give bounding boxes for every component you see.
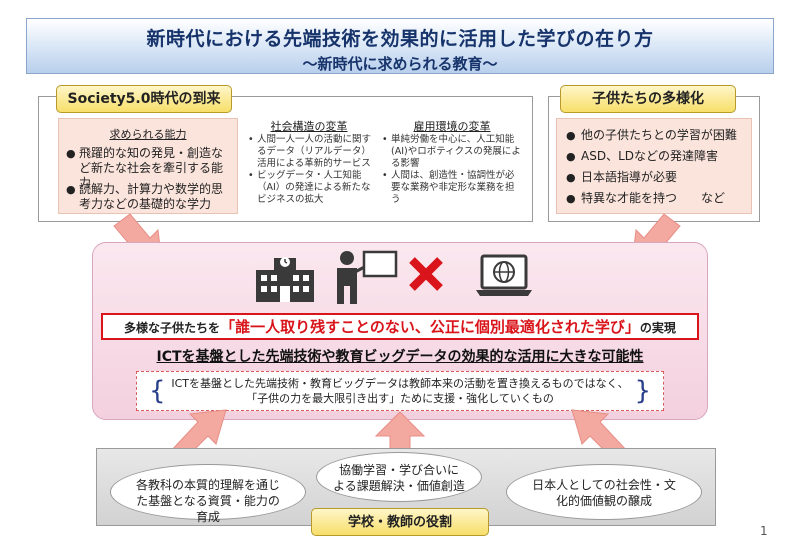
cross-icon: [409, 257, 443, 291]
vision-lead: 多様な子供たちを: [124, 321, 221, 335]
child-item: ASD、LDなどの発達障害: [566, 149, 752, 164]
title-banner: 新時代における先端技術を効果的に活用した学びの在り方 ～新時代に求められる教育～: [26, 18, 774, 74]
roles-label: 学校・教師の役割: [311, 508, 489, 536]
role-right: 日本人としての社会性・文化的価値観の醸成: [506, 464, 702, 520]
social-item: 人間一人一人の活動に関するデータ（リアルデータ）活用による革新的サービス: [248, 134, 376, 170]
laptop-globe-icon: [476, 254, 532, 296]
role-left: 各教科の本質的理解を通じた基盤となる資質・能力の育成: [110, 464, 306, 524]
right-bracket-icon: }: [634, 376, 651, 406]
page-title: 新時代における先端技術を効果的に活用した学びの在り方: [146, 28, 654, 50]
ict-note-line: 「子供の力を最大限引き出す」ために支援・強化していくもの: [246, 392, 554, 405]
ict-note-line: ICTを基盤とした先端技術・教育ビッグデータは教師本来の活動を置き換えるものでは…: [171, 377, 629, 390]
role-middle: 協働学習・学び合いによる課題解決・価値創造: [316, 452, 482, 502]
left-bracket-icon: {: [149, 376, 166, 406]
vision-emphasis: 「誰一人取り残すことのない、公正に個別最適化された学び」: [220, 318, 640, 336]
society-label: Society5.0時代の到来: [56, 85, 232, 113]
children-label: 子供たちの多様化: [560, 85, 736, 113]
employment-title: 雇用環境の変革: [413, 120, 491, 133]
social-item: ビッグデータ・人工知能（AI）の発達による新たなビジネスの拡大: [248, 170, 376, 206]
ict-note: { ICTを基盤とした先端技術・教育ビッグデータは教師本来の活動を置き換えるもの…: [136, 371, 664, 411]
employment-item: 人間は、創造性・協調性が必要な業務や非定形な業務を担う: [382, 170, 522, 206]
ict-headline: ICTを基盤とした先端技術や教育ビッグデータの効果的な活用に大きな可能性: [156, 349, 644, 365]
employment-item: 単純労働を中心に、人工知能(AI)やロボティクスの発展による影響: [382, 134, 522, 170]
vision-tail: の実現: [639, 321, 676, 335]
skills-title: 求められる能力: [109, 128, 187, 141]
teacher-icon: [337, 250, 398, 304]
page-subtitle: ～新時代に求められる教育～: [302, 55, 498, 73]
vision-statement: 多様な子供たちを「誰一人取り残すことのない、公正に個別最適化された学び」の実現: [101, 313, 699, 340]
page-number: 1: [760, 524, 768, 538]
child-item: 特異な才能を持つ など: [566, 191, 752, 206]
child-item: 日本語指導が必要: [566, 170, 752, 185]
child-item: 他の子供たちとの学習が困難: [566, 128, 752, 143]
social-title: 社会構造の変革: [270, 120, 348, 133]
school-building-icon: [256, 257, 314, 302]
skill-item: 読解力、計算力や数学的思考力などの基礎的な学力: [66, 182, 234, 212]
